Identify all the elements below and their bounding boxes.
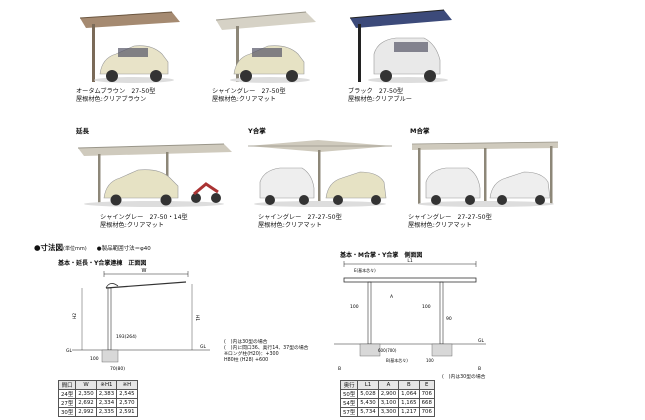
photo-carport-extension xyxy=(74,134,234,208)
right-note: ( )内は30型の場合 xyxy=(442,375,486,380)
label-extension: 延長 xyxy=(76,127,89,135)
left-diagram-title: 基本・延長・Y合掌連棟 正面図 xyxy=(58,260,147,267)
dim-a: A xyxy=(390,294,394,300)
dimension-heading: ●寸法図(単位mm) ●製品範囲寸法＝φ40 xyxy=(34,243,151,252)
dim-b: B(基本芯々) xyxy=(386,357,408,363)
dim-h2: H2 xyxy=(72,313,78,319)
label-y-gassho: Y合掌 xyxy=(248,127,266,135)
caption-m-gassho: シャイングレー 27-27-50型屋根材色:クリアマット xyxy=(408,214,492,229)
photo-carport-black xyxy=(344,4,456,86)
caption-extension: シャイングレー 27-50・14型屋根材色:クリアマット xyxy=(100,214,188,229)
left-notes: ( )内は30型の場合( )内に間口36、奥行14、37型の場合 ※ロング柱(H… xyxy=(224,340,309,363)
dim-100: 100 xyxy=(426,358,434,363)
dim-h1: H1 xyxy=(194,315,200,321)
caption-brown: オータムブラウン 27-50型屋根材色:クリアブラウン xyxy=(76,88,156,103)
dim-depth100: 100 xyxy=(90,356,99,362)
photo-carport-y-gassho xyxy=(246,134,394,208)
dim-clearance: 193(264) xyxy=(116,334,137,340)
dim-l1: L1 xyxy=(407,258,413,264)
dim-depth100b: 100 xyxy=(422,304,431,310)
dim-b-right: B xyxy=(478,366,481,372)
photo-carport-m-gassho xyxy=(410,134,560,208)
caption-black: ブラック 27-50型屋根材色:クリアブルー xyxy=(348,88,412,103)
gl-side: GL xyxy=(478,338,484,344)
dim-pitch: 70(80) xyxy=(110,366,125,372)
front-view-diagram: W H2 H1 193(264) GL GL 100 70(80) xyxy=(60,266,220,378)
label-m-gassho: M合掌 xyxy=(410,127,430,135)
dim-600: 600(700) xyxy=(378,348,397,353)
right-diagram-title: 基本・M合掌・Y合掌 側面図 xyxy=(340,252,423,259)
dim-depth90: 90 xyxy=(446,316,452,322)
dim-w: W xyxy=(142,268,147,274)
photo-carport-brown xyxy=(72,4,184,86)
dim-depth100a: 100 xyxy=(350,304,359,310)
caption-grey: シャイングレー 27-50型屋根材色:クリアマット xyxy=(212,88,286,103)
side-view-diagram: L1 E(基本芯々) 100 100 90 A GL 600(700) B(基本… xyxy=(330,258,490,372)
photo-carport-grey xyxy=(208,4,320,86)
caption-y-gassho: シャイングレー 27-27-50型屋根材色:クリアマット xyxy=(258,214,342,229)
gl-left: GL xyxy=(66,348,72,354)
gl-right: GL xyxy=(200,344,206,350)
dim-b-left: B xyxy=(338,366,341,372)
dim-e: E(基本芯々) xyxy=(354,267,376,273)
